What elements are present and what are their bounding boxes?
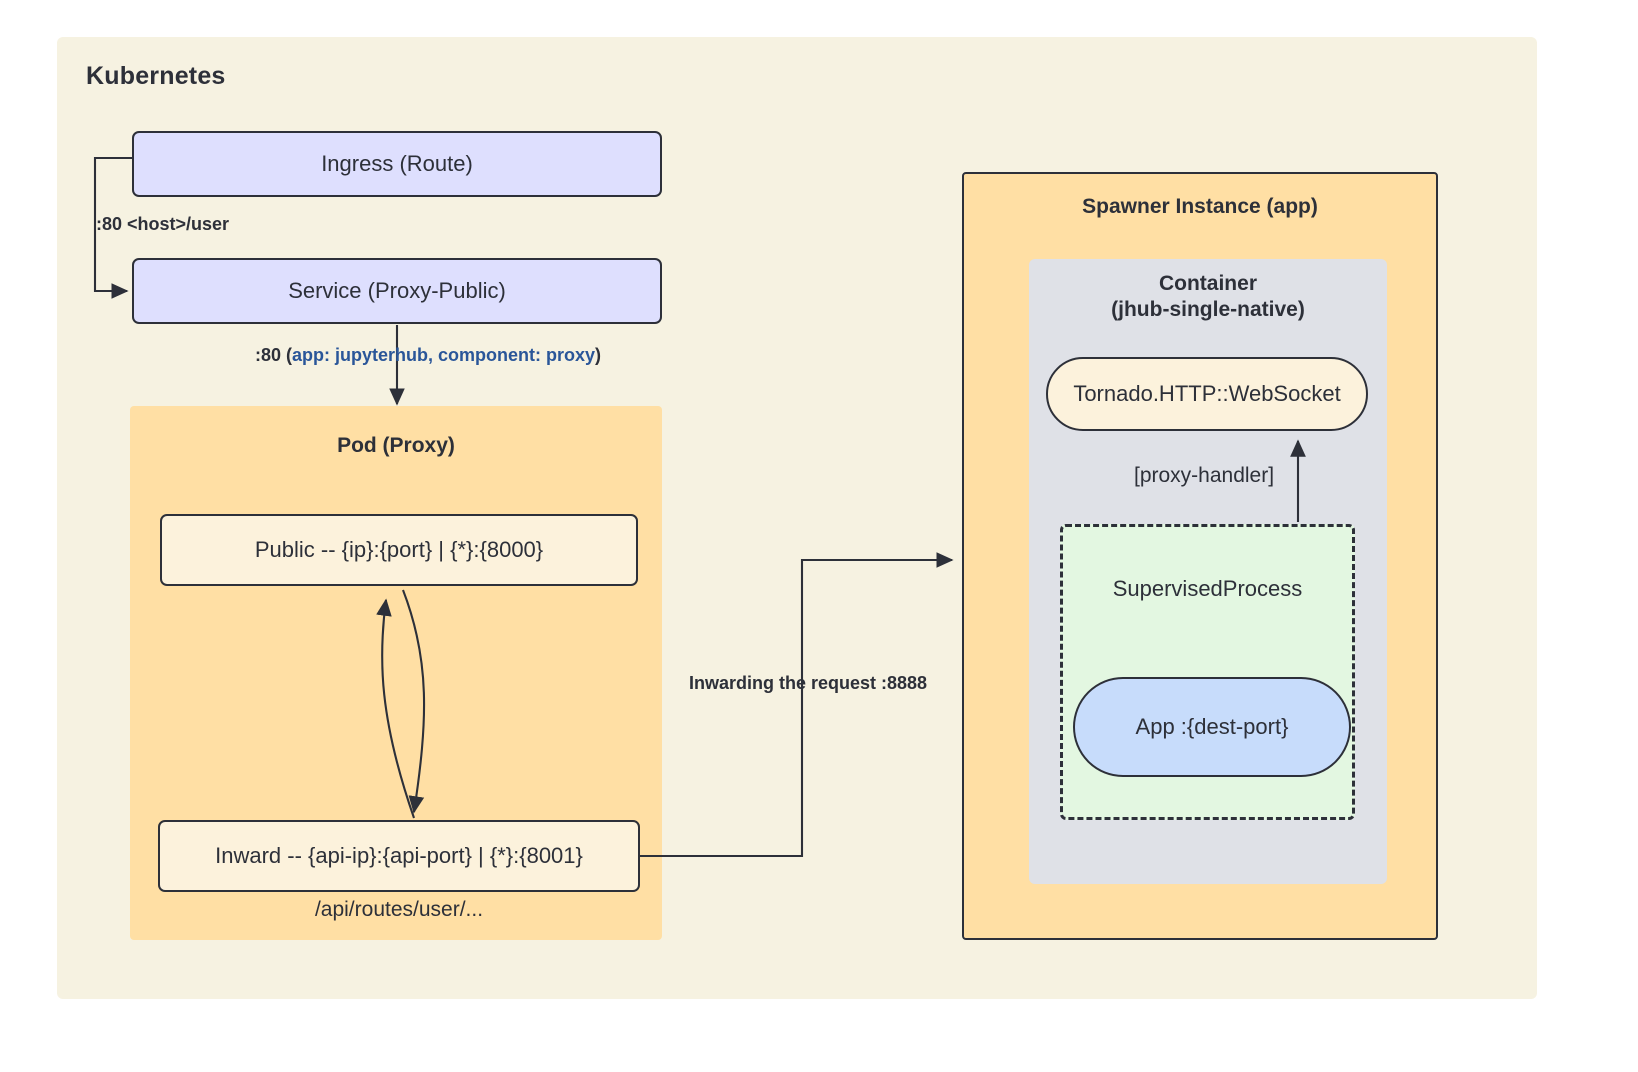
node-ingress-route[interactable]: Ingress (Route)	[132, 131, 662, 197]
pod-proxy-group-title: Pod (Proxy)	[337, 434, 455, 457]
node-inward-endpoint[interactable]: Inward -- {api-ip}:{api-port} | {*}:{800…	[158, 820, 640, 892]
edge-label-service-selector: :80 (app: jupyterhub, component: proxy)	[255, 345, 601, 366]
container-group-title: Container (jhub-single-native)	[1029, 271, 1387, 324]
kubernetes-group-title: Kubernetes	[86, 62, 226, 90]
spawner-instance-group-title: Spawner Instance (app)	[1082, 195, 1318, 218]
edge-label-host-user: :80 <host>/user	[96, 214, 230, 234]
container-title-line2: (jhub-single-native)	[1111, 298, 1305, 322]
node-service-proxy-public[interactable]: Service (Proxy-Public)	[132, 258, 662, 324]
edge-label-inwarding-request: Inwarding the request :8888	[689, 673, 928, 693]
supervised-process-group-title: SupervisedProcess	[1112, 576, 1303, 601]
selector-suffix: )	[595, 345, 602, 365]
selector-accent: app: jupyterhub, component: proxy	[292, 345, 596, 365]
container-title-line1: Container	[1158, 272, 1257, 295]
api-routes-label: /api/routes/user/...	[314, 898, 484, 921]
selector-prefix: :80 (	[255, 345, 293, 365]
edge-label-proxy-handler: [proxy-handler]	[1134, 464, 1275, 487]
node-tornado-websocket[interactable]: Tornado.HTTP::WebSocket	[1046, 357, 1368, 431]
node-public-endpoint[interactable]: Public -- {ip}:{port} | {*}:{8000}	[160, 514, 638, 586]
node-app-dest-port[interactable]: App :{dest-port}	[1073, 677, 1351, 777]
